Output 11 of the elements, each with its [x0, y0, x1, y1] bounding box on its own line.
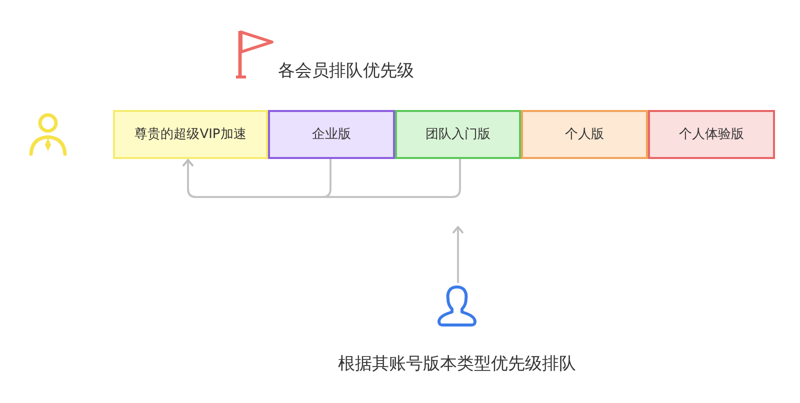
person-icon	[436, 284, 478, 328]
heading-label: 各会员排队优先级	[278, 60, 414, 83]
arrow	[182, 159, 461, 198]
tier-box: 尊贵的超级VIP加速	[113, 110, 268, 159]
tier-box: 团队入门版	[395, 110, 521, 159]
tier-box: 个人版	[521, 110, 648, 159]
arrow	[452, 226, 464, 283]
node-label: 根据其账号版本类型优先级排队	[338, 353, 576, 376]
tier-box: 个人体验版	[648, 110, 775, 159]
tier-box: 企业版	[268, 110, 395, 159]
user-icon	[28, 112, 68, 156]
